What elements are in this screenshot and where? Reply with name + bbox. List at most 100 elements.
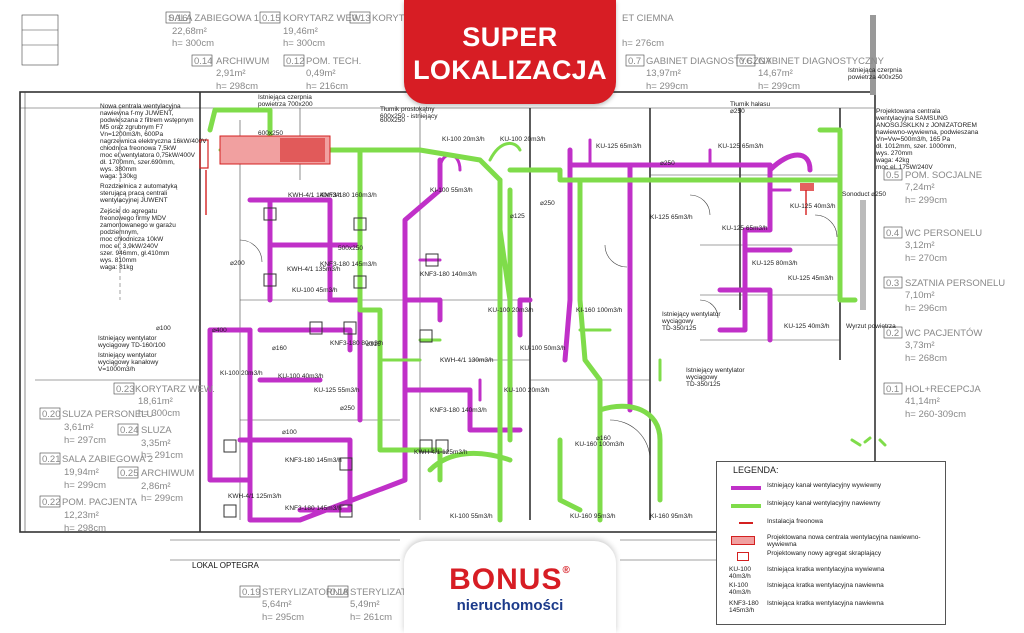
svg-text:dł. 1700mm, szer.690mm,: dł. 1700mm, szer.690mm, <box>100 159 175 166</box>
svg-text:3,61m²: 3,61m² <box>64 422 94 433</box>
svg-text:TD-350/125: TD-350/125 <box>662 325 697 332</box>
svg-text:0.3: 0.3 <box>886 278 899 289</box>
dimension-labels: 600x250 500x250 600x250 ⌀200 ⌀160 ⌀125 ⌀… <box>156 117 675 442</box>
svg-text:KNF3-180 140m3/h: KNF3-180 140m3/h <box>420 271 477 278</box>
svg-text:freonowego firmy MDV: freonowego firmy MDV <box>100 215 167 222</box>
svg-text:KU-125 40m3/h: KU-125 40m3/h <box>784 323 830 330</box>
svg-text:TD-350/125: TD-350/125 <box>686 381 721 388</box>
svg-text:KU-125 65m3/h: KU-125 65m3/h <box>596 143 642 150</box>
svg-text:0.15: 0.15 <box>262 13 281 24</box>
svg-text:0.18: 0.18 <box>330 587 349 598</box>
svg-text:wyciągowy: wyciągowy <box>685 374 718 381</box>
svg-text:Istniejący wentylator: Istniejący wentylator <box>686 367 745 374</box>
svg-text:h= 276cm: h= 276cm <box>622 38 664 49</box>
svg-text:h= 299cm: h= 299cm <box>905 195 947 206</box>
svg-text:0,49m²: 0,49m² <box>306 68 336 79</box>
svg-text:⌀315: ⌀315 <box>366 341 381 348</box>
svg-text:KNF3-180 140m3/h: KNF3-180 140m3/h <box>430 407 487 414</box>
room-0-15: KORYTARZ WEW. <box>283 13 363 24</box>
svg-text:h= 296cm: h= 296cm <box>905 303 947 314</box>
room-0-3: SZATNIA PERSONELU <box>905 278 1005 289</box>
svg-text:KU-125 55m3/h: KU-125 55m3/h <box>314 387 360 394</box>
svg-text:⌀200: ⌀200 <box>230 260 245 267</box>
svg-text:waga: 42kg: waga: 42kg <box>875 157 910 164</box>
svg-text:7,24m²: 7,24m² <box>905 182 935 193</box>
svg-text:2,91m²: 2,91m² <box>216 68 246 79</box>
svg-text:h= 300cm: h= 300cm <box>138 408 180 419</box>
lokal-label: LOKAL OPTEGRA <box>192 561 260 570</box>
svg-text:h= 270cm: h= 270cm <box>905 253 947 264</box>
svg-text:dł. 1012mm, szer. 1000mm,: dł. 1012mm, szer. 1000mm, <box>876 143 956 150</box>
svg-text:nawiewno-wywiewna, podwieszana: nawiewno-wywiewna, podwieszana <box>876 129 979 136</box>
svg-text:KWH-4/1 130m3/h: KWH-4/1 130m3/h <box>440 357 494 364</box>
room-0-14: ARCHIWUM <box>216 56 269 67</box>
svg-text:19,94m²: 19,94m² <box>64 467 99 478</box>
svg-text:Wyrzut powietrza: Wyrzut powietrza <box>846 323 896 330</box>
room-0-21: SALA ZABIEGOWA 2 <box>62 454 153 465</box>
svg-text:0.25: 0.25 <box>120 468 139 479</box>
room-0-20: SLUZA PERSONELU <box>62 409 153 420</box>
svg-text:wys. 810mm: wys. 810mm <box>99 257 136 264</box>
legend-title: LEGENDA: <box>733 465 779 475</box>
svg-text:KI-100 55m3/h: KI-100 55m3/h <box>450 513 493 520</box>
room-number-boxes: 0.16 0.15 0.13 0.14 0.12 0.7 0.6 0.5 0.4… <box>39 11 903 598</box>
svg-text:600x250: 600x250 <box>258 130 283 137</box>
svg-text:waga: 81kg: waga: 81kg <box>99 264 134 271</box>
svg-text:0.22: 0.22 <box>42 497 61 508</box>
svg-text:wys. 270mm: wys. 270mm <box>875 150 912 157</box>
svg-text:podwieszana z filtrem wstępnym: podwieszana z filtrem wstępnym <box>100 117 194 124</box>
svg-text:19,46m²: 19,46m² <box>283 26 318 37</box>
existing-supply-swatch <box>731 504 761 508</box>
legend-item: KNF3-180 145m3/h Istniejąca kratka wenty… <box>729 600 884 614</box>
svg-text:KU-125 45m3/h: KU-125 45m3/h <box>788 275 834 282</box>
svg-text:zamontowanego w garażu: zamontowanego w garażu <box>100 222 176 229</box>
svg-text:Istniejąca czerpnia: Istniejąca czerpnia <box>848 67 902 74</box>
svg-text:waga: 130kg: waga: 130kg <box>99 173 137 180</box>
brand-name: BONUS® <box>449 563 571 596</box>
existing-ducts <box>207 138 813 523</box>
brand-subtitle: nieruchomości <box>456 597 564 614</box>
svg-text:KU-100 50m3/h: KU-100 50m3/h <box>520 345 566 352</box>
svg-text:h= 297cm: h= 297cm <box>64 435 106 446</box>
svg-text:⌀100: ⌀100 <box>156 325 171 332</box>
svg-text:⌀400: ⌀400 <box>212 327 227 334</box>
legend-item: KI-100 40m3/h Istniejąca kratka wentylac… <box>729 582 884 596</box>
svg-text:chłodnica freonowa 7,5kW: chłodnica freonowa 7,5kW <box>100 145 177 152</box>
svg-text:moc el. 175W/240V: moc el. 175W/240V <box>876 164 933 171</box>
svg-text:0.24: 0.24 <box>120 425 139 436</box>
svg-text:KU-100 20m3/h: KU-100 20m3/h <box>488 307 534 314</box>
svg-text:KU-125 80m3/h: KU-125 80m3/h <box>752 260 798 267</box>
svg-text:KU-125 40m3/h: KU-125 40m3/h <box>790 203 836 210</box>
svg-text:⌀250: ⌀250 <box>540 200 555 207</box>
svg-text:0.7: 0.7 <box>628 56 641 67</box>
svg-text:h= 300cm: h= 300cm <box>283 38 325 49</box>
svg-text:600x250: 600x250 <box>380 117 405 124</box>
svg-text:h= 291cm: h= 291cm <box>141 450 183 461</box>
room-0-1: HOL+RECEPCJA <box>905 384 981 395</box>
svg-text:0.16: 0.16 <box>169 13 188 24</box>
svg-text:KU-100 20m3/h: KU-100 20m3/h <box>500 136 546 143</box>
svg-text:0.2: 0.2 <box>886 328 899 339</box>
room-0-18: STERYLIZATORNIA <box>350 587 437 598</box>
svg-text:sterującą pracą centrali: sterującą pracą centrali <box>100 190 167 197</box>
room-ciemna: ET CIEMNA <box>622 13 674 24</box>
svg-text:wyciągowy kanałowy: wyciągowy kanałowy <box>97 359 159 366</box>
svg-text:22,68m²: 22,68m² <box>172 26 207 37</box>
room-0-25: ARCHIWUM <box>141 468 194 479</box>
svg-text:szer. 946mm, gł.410mm: szer. 946mm, gł.410mm <box>100 250 169 257</box>
svg-text:0.14: 0.14 <box>194 56 213 67</box>
room-0-12: POM. TECH. <box>306 56 361 67</box>
svg-text:KWH-4/1 135m3/h: KWH-4/1 135m3/h <box>287 266 341 273</box>
svg-text:Rozdzielnica z automatyką: Rozdzielnica z automatyką <box>100 183 178 190</box>
room-0-22: POM. PACJENTA <box>62 497 138 508</box>
svg-text:KI-100 20m3/h: KI-100 20m3/h <box>442 136 485 143</box>
svg-text:wyciągowy TD-160/100: wyciągowy TD-160/100 <box>97 342 166 349</box>
unit-swatch <box>731 536 755 545</box>
svg-text:KI-100 55m3/h: KI-100 55m3/h <box>430 187 473 194</box>
super-lokalizacja-badge: SUPER LOKALIZACJA <box>404 0 616 104</box>
room-0-19: STERYLIZATORNIA <box>262 587 349 598</box>
svg-text:KU-160 95m3/h: KU-160 95m3/h <box>570 513 616 520</box>
svg-text:⌀250: ⌀250 <box>730 108 745 115</box>
svg-text:Istniejąca czerpnia: Istniejąca czerpnia <box>258 94 312 101</box>
